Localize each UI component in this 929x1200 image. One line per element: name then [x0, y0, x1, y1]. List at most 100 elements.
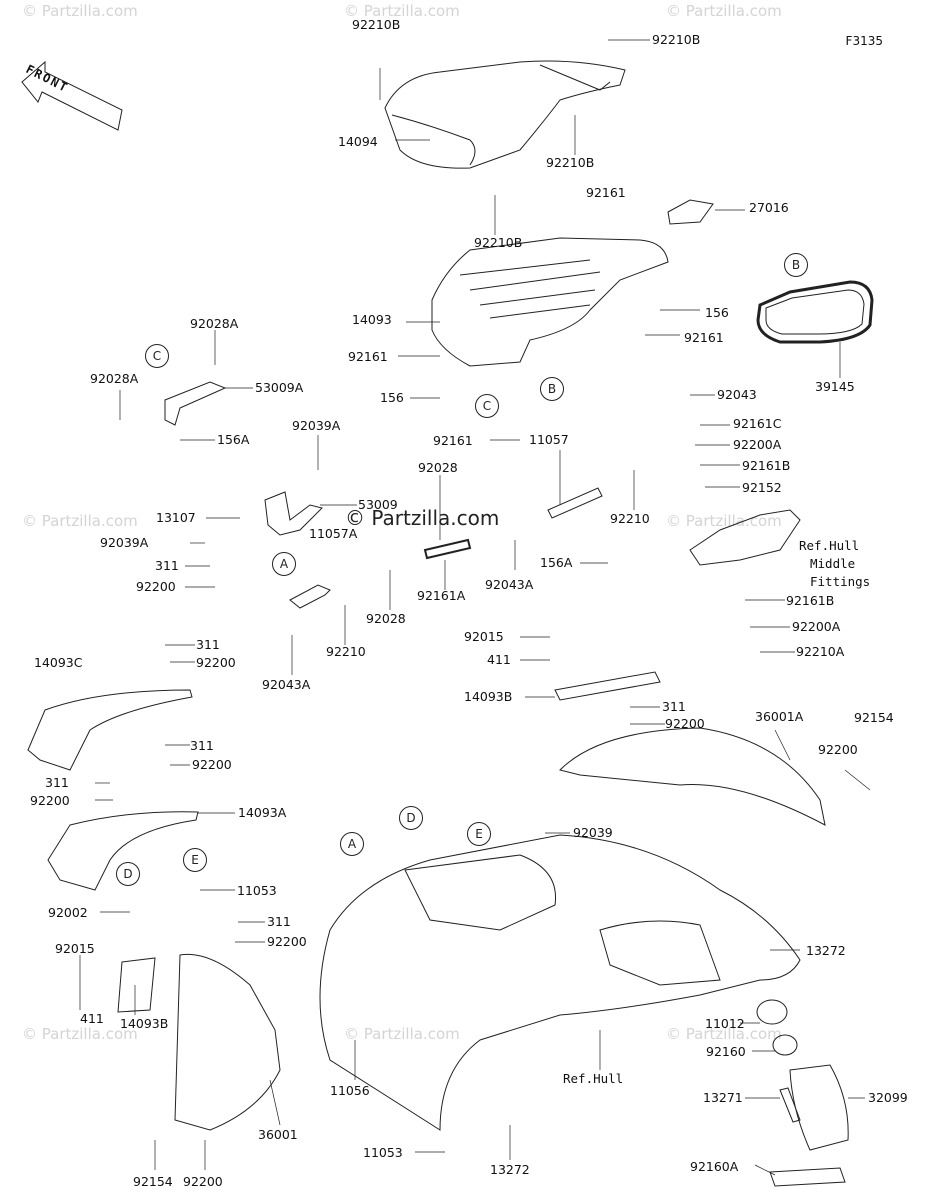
part-label: 92210B [546, 155, 595, 170]
strip-14093B [554, 671, 661, 701]
part-label: 11012 [705, 1016, 745, 1031]
part-label: 92039A [292, 418, 341, 433]
ring-92160 [772, 1034, 798, 1056]
part-label: 13272 [806, 943, 846, 958]
callout-d: D [399, 806, 423, 830]
part-label: 92161 [586, 185, 626, 200]
part-label: 92015 [55, 941, 95, 956]
cover-14093A [47, 811, 199, 891]
part-label: 13107 [156, 510, 196, 525]
gasket-39145 [756, 280, 874, 344]
part-label: 311 [196, 637, 220, 652]
part-label: 36001 [258, 1127, 298, 1142]
part-label: 11057A [309, 526, 358, 541]
watermark: © Partzilla.com [344, 1025, 460, 1043]
part-label: 14093B [120, 1016, 169, 1031]
part-label: 92028A [90, 371, 139, 386]
part-label: 92161B [742, 458, 791, 473]
watermark: © Partzilla.com [22, 512, 138, 530]
callout-e: E [467, 822, 491, 846]
part-label: 92154 [854, 710, 894, 725]
watermark: © Partzilla.com [666, 2, 782, 20]
part-label: 92154 [133, 1174, 173, 1189]
part-label: 92161A [417, 588, 466, 603]
bracket-53009A [164, 381, 227, 426]
part-label: 92039 [573, 825, 613, 840]
part-label: 92200 [665, 716, 705, 731]
figure-code: F3135 [845, 34, 883, 48]
ring-11012 [756, 999, 788, 1025]
watermark: © Partzilla.com [344, 2, 460, 20]
part-label: 92200 [136, 579, 176, 594]
front-arrow-icon [21, 60, 123, 131]
bracket-11057A [289, 584, 331, 609]
part-label: 92210A [796, 644, 845, 659]
spring-92161A [423, 538, 472, 560]
pad-92160A [769, 1167, 846, 1187]
part-label: 92160A [690, 1159, 739, 1174]
part-label: 156A [540, 555, 573, 570]
part-label: 14094 [338, 134, 378, 149]
part-label: 92028 [418, 460, 458, 475]
part-label: Ref.Hull [563, 1071, 624, 1086]
part-11057 [547, 487, 603, 519]
part-label: 92043 [717, 387, 757, 402]
part-label: 92043A [485, 577, 534, 592]
watermark: © Partzilla.com [666, 1025, 782, 1043]
part-label: 14093C [34, 655, 83, 670]
part-label: 92039A [100, 535, 149, 550]
part-label: 13272 [490, 1162, 530, 1177]
part-label: 311 [267, 914, 291, 929]
part-label: 14093 [352, 312, 392, 327]
seat-cover-14094 [384, 60, 626, 169]
watermark: © Partzilla.com [22, 1025, 138, 1043]
part-label: 11053 [237, 883, 277, 898]
part-label: 11056 [330, 1083, 370, 1098]
part-label: 27016 [749, 200, 789, 215]
part-label: Ref.Hull [799, 538, 860, 553]
part-label: 92028A [190, 316, 239, 331]
bracket-53009 [264, 491, 323, 536]
part-label: 53009 [358, 497, 398, 512]
part-label: 411 [80, 1011, 104, 1026]
cover-14093C [27, 689, 193, 771]
part-label: 311 [45, 775, 69, 790]
part-label: 92200A [792, 619, 841, 634]
part-label: 92161 [684, 330, 724, 345]
part-label: 92210 [610, 511, 650, 526]
part-27016 [667, 199, 714, 225]
part-label: 411 [487, 652, 511, 667]
part-label: 92161 [433, 433, 473, 448]
part-label: 92200 [30, 793, 70, 808]
part-label: 92043A [262, 677, 311, 692]
part-label: 92200 [267, 934, 307, 949]
callout-a: A [272, 552, 296, 576]
part-label: 11057 [529, 432, 569, 447]
part-label: 156 [705, 305, 729, 320]
part-label: 92200A [733, 437, 782, 452]
callout-b: B [540, 377, 564, 401]
part-label: 14093A [238, 805, 287, 820]
part-label: 92200 [818, 742, 858, 757]
part-label: 92210B [652, 32, 701, 47]
part-label: 92028 [366, 611, 406, 626]
callout-a: A [340, 832, 364, 856]
part-label: 13271 [703, 1090, 743, 1105]
hull-middle-fitting [689, 509, 801, 566]
part-label: 14093B [464, 689, 513, 704]
part-label: 311 [662, 699, 686, 714]
part-label: 92210B [352, 17, 401, 32]
part-label: 92161B [786, 593, 835, 608]
center-watermark: © Partzilla.com [345, 506, 500, 530]
callout-c: C [475, 394, 499, 418]
callout-b: B [784, 253, 808, 277]
part-label: 92161C [733, 416, 782, 431]
part-label: 92200 [196, 655, 236, 670]
part-label: 92160 [706, 1044, 746, 1059]
watermark: © Partzilla.com [22, 2, 138, 20]
part-label: Fittings [810, 574, 871, 589]
callout-c: C [145, 344, 169, 368]
part-label: 92200 [183, 1174, 223, 1189]
